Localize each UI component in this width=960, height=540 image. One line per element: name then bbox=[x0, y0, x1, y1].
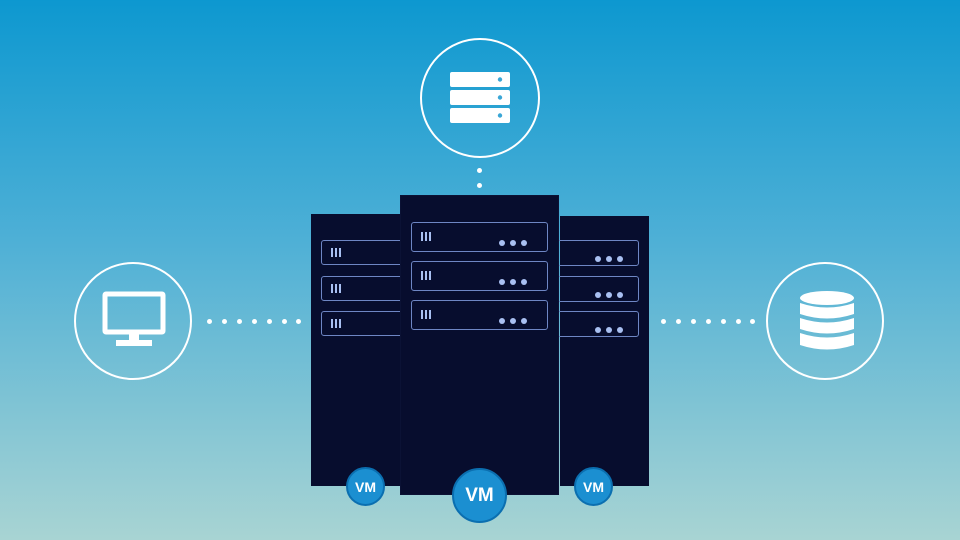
server-center-slot bbox=[411, 222, 548, 252]
server-center-slot bbox=[411, 300, 548, 330]
server-center bbox=[401, 196, 558, 494]
database-icon bbox=[800, 291, 854, 350]
server-left-slot bbox=[321, 240, 411, 265]
status-leds-icon bbox=[494, 233, 527, 251]
server-right bbox=[548, 216, 649, 486]
status-leds-icon bbox=[494, 311, 527, 329]
drive-bars-icon bbox=[331, 248, 343, 257]
server-stack-icon bbox=[450, 72, 510, 123]
server-right-slot bbox=[548, 276, 639, 302]
server-left bbox=[311, 214, 411, 486]
desktop-node bbox=[74, 262, 192, 380]
server-stack-node bbox=[420, 38, 540, 158]
database-node bbox=[766, 262, 884, 380]
drive-bars-icon bbox=[421, 310, 433, 319]
vm-badge-right: VM bbox=[574, 467, 613, 506]
vm-badge-left: VM bbox=[346, 467, 385, 506]
server-center-slot bbox=[411, 261, 548, 291]
server-left-slot bbox=[321, 276, 411, 301]
drive-bars-icon bbox=[421, 232, 433, 241]
status-leds-icon bbox=[590, 320, 623, 338]
server-left-slot bbox=[321, 311, 411, 336]
drive-bars-icon bbox=[331, 284, 343, 293]
vm-badge-center: VM bbox=[452, 468, 507, 523]
desktop-monitor-icon bbox=[102, 291, 166, 346]
status-leds-icon bbox=[494, 272, 527, 290]
status-leds-icon bbox=[590, 249, 623, 267]
server-right-slot bbox=[548, 311, 639, 337]
drive-bars-icon bbox=[331, 319, 343, 328]
server-right-slot bbox=[548, 240, 639, 266]
status-leds-icon bbox=[590, 285, 623, 303]
drive-bars-icon bbox=[421, 271, 433, 280]
